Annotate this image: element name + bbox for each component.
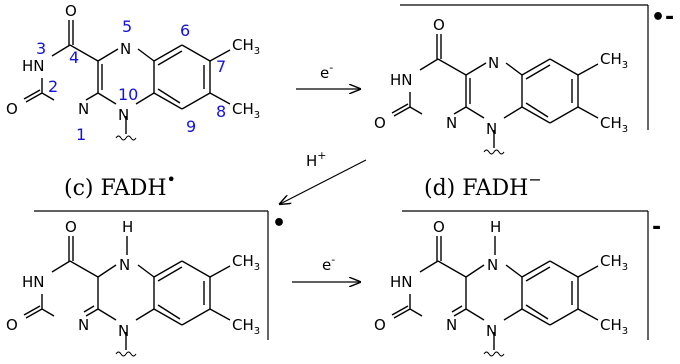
number-2: 2 <box>48 77 58 96</box>
structure-c: 1 2 3 4 5 6 7 8 9 10 <box>5 1 261 144</box>
caption-c: (c) FADH• <box>64 170 176 201</box>
number-3: 3 <box>36 39 46 58</box>
number-9: 9 <box>186 117 196 136</box>
number-6: 6 <box>180 21 190 40</box>
position-numbers: 1 2 3 4 5 6 7 8 9 10 <box>36 17 226 144</box>
number-4: 4 <box>69 48 79 67</box>
structure-bottom-left <box>5 217 261 357</box>
arrow-top-label: e- <box>320 61 333 82</box>
arrow-middle-label: H+ <box>306 149 327 170</box>
number-10: 10 <box>118 85 138 104</box>
caption-d: (d) FADH− <box>424 170 542 201</box>
number-7: 7 <box>216 57 226 76</box>
number-1: 1 <box>76 125 86 144</box>
bracket-bottom-left <box>34 210 269 340</box>
charge-bottom-right: - <box>652 215 661 240</box>
arrow-top: e- <box>296 61 360 89</box>
charge-bottom-left: • <box>272 211 286 236</box>
number-8: 8 <box>216 102 226 121</box>
arrow-bottom-label: e- <box>322 253 335 274</box>
structure-bottom-right <box>373 217 629 357</box>
arrow-middle: H+ <box>280 149 367 204</box>
structure-d <box>373 15 629 155</box>
charge-d: •- <box>651 5 674 30</box>
bracket-bottom-right <box>402 210 649 340</box>
number-5: 5 <box>122 17 132 36</box>
bracket-d <box>400 4 649 130</box>
arrow-bottom: e- <box>292 253 360 282</box>
